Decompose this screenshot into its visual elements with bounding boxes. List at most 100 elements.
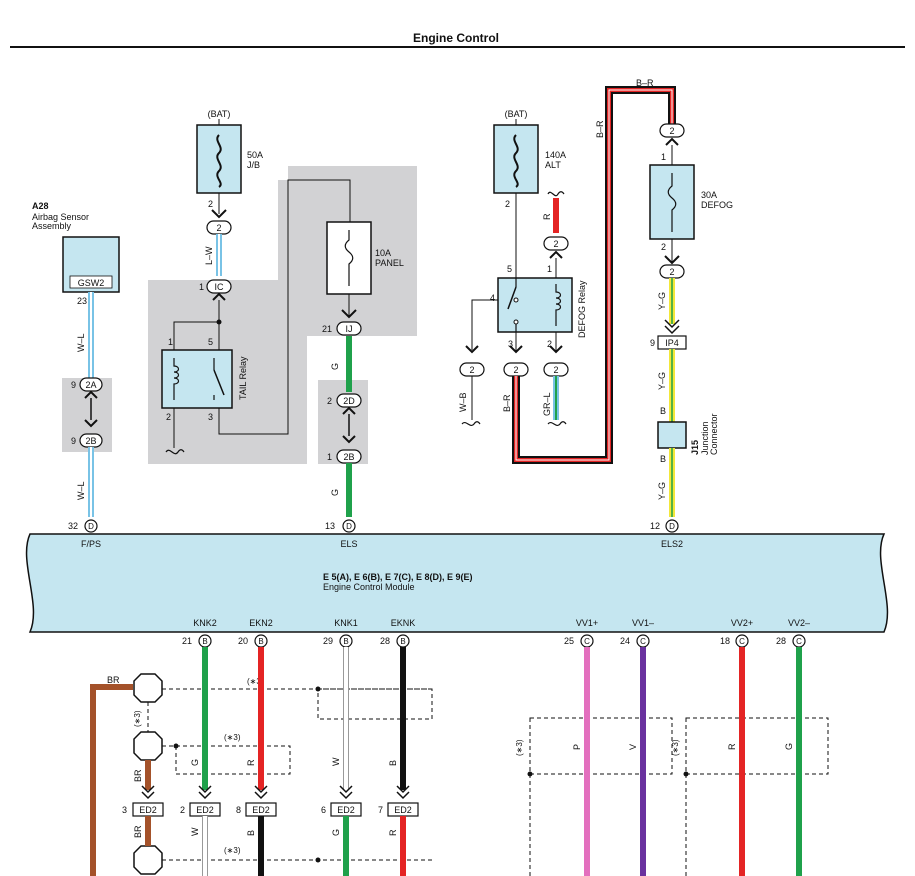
conn-2b-left: 2B	[85, 436, 96, 446]
svg-text:2: 2	[180, 805, 185, 815]
svg-text:3: 3	[122, 805, 127, 815]
twisted-pair-box-vv1	[529, 717, 673, 775]
page-title: Engine Control	[413, 31, 499, 45]
j15-code: J15	[690, 440, 700, 455]
defog-switch-icon	[507, 286, 517, 310]
bat-left-source: (BAT)	[208, 109, 231, 119]
ed2-connector-2: 2 ED2	[180, 802, 221, 817]
fuse-140a-icon	[513, 134, 519, 188]
wire-code-gr-l: GR–L	[542, 392, 552, 416]
tail-pin-1: 1	[168, 337, 173, 347]
ecm-top-pin-els2: 12 D ELS2	[650, 519, 683, 549]
defog-pin-2: 2	[547, 339, 552, 349]
j15-connector-box	[657, 421, 687, 449]
defog-fuse-pin-top: 1	[661, 152, 666, 162]
wire-code-b-below: B	[246, 830, 256, 836]
svg-text:C: C	[640, 637, 646, 646]
defog-relay-label: DEFOG Relay	[577, 280, 587, 338]
panel-fuse-icon	[344, 230, 354, 286]
ecm-body	[25, 533, 889, 633]
svg-text:EKNK: EKNK	[391, 618, 416, 628]
shield-octagon-2	[133, 731, 163, 761]
ecm-top-pin-fps: 32 D F/PS	[68, 519, 101, 549]
ed2-connector-8: 8 ED2	[236, 802, 277, 817]
conn-2b: 2B	[343, 452, 354, 462]
ip4-pin: 9	[650, 338, 655, 348]
wire-code-p: P	[572, 744, 582, 750]
tail-relay-box	[161, 349, 233, 409]
ed2-connector-6: 6 ED2	[321, 802, 362, 817]
defog-mid-conn: 2	[513, 365, 518, 375]
svg-text:ED2: ED2	[196, 805, 214, 815]
svg-text:VV2+: VV2+	[731, 618, 753, 628]
ecm-bottom-pin-vv2minus: VV2– 28 C	[776, 618, 810, 648]
j15-b-bottom: B	[660, 454, 666, 464]
defog-fuse-icon	[667, 173, 677, 232]
ij-connector: IJ	[345, 324, 352, 334]
wire-code-g-2: G	[330, 489, 340, 496]
wire-code-r-ekn2: R	[246, 759, 256, 766]
defog-pin-5: 5	[507, 264, 512, 274]
ip4-connector: IP4	[665, 338, 679, 348]
twisted-pair-box-vv2	[685, 717, 829, 775]
svg-text:6: 6	[321, 805, 326, 815]
svg-text:8: 8	[236, 805, 241, 815]
svg-text:B: B	[400, 637, 405, 646]
tail-pin-3: 3	[208, 412, 213, 422]
wire-code-b-r: B–R	[502, 394, 512, 412]
tail-pin-2: 2	[166, 412, 171, 422]
svg-text:B: B	[258, 637, 263, 646]
wire-code-y-g: Y–G	[657, 292, 667, 310]
svg-text:32: 32	[68, 521, 78, 531]
wire-code-b-r-side: B–R	[595, 120, 605, 138]
svg-text:28: 28	[380, 636, 390, 646]
wire-code-y-g-3: Y–G	[657, 482, 667, 500]
svg-text:KNK1: KNK1	[334, 618, 358, 628]
conn-2a: 2A	[85, 380, 96, 390]
note-4: (∗3)	[224, 846, 241, 855]
wire-code-r-below: R	[388, 829, 398, 836]
defog-conn-r: 2	[553, 239, 558, 249]
wire-code-l-w: L–W	[204, 246, 214, 265]
svg-text:B: B	[343, 637, 348, 646]
svg-text:C: C	[584, 637, 590, 646]
wire-b-r-loop	[512, 86, 676, 464]
svg-text:EKN2: EKN2	[249, 618, 273, 628]
bat-right-source: (BAT)	[505, 109, 528, 119]
svg-text:ED2: ED2	[394, 805, 412, 815]
bat-left-connector: 2	[216, 223, 221, 233]
defog-fuse-conn-bottom: 2	[669, 267, 674, 277]
wire-code-v: V	[628, 744, 638, 750]
svg-text:VV1–: VV1–	[632, 618, 654, 628]
defog-pin-4: 4	[490, 293, 495, 303]
defog-left-conn: 2	[469, 365, 474, 375]
wire-code-r: R	[542, 213, 552, 220]
defog-right-conn: 2	[553, 365, 558, 375]
svg-text:D: D	[88, 522, 94, 531]
j15-b-top: B	[660, 406, 666, 416]
ed2-connector-7: 7 ED2	[378, 802, 419, 817]
wire-code-br-3: BR	[133, 825, 143, 838]
twisted-pair-box-1	[317, 688, 433, 720]
wire-code-g-knk2: G	[190, 759, 200, 766]
wire-code-y-g-2: Y–G	[657, 372, 667, 390]
svg-text:D: D	[346, 522, 352, 531]
conn-2b-pin: 1	[327, 452, 332, 462]
fuse-140a-pin: 2	[505, 199, 510, 209]
wire-br	[90, 684, 133, 876]
ecm-top-pin-els: 13 D ELS	[325, 519, 358, 549]
wire-code-g-below: G	[331, 829, 341, 836]
wire-code-g: G	[330, 363, 340, 370]
svg-text:24: 24	[620, 636, 630, 646]
ecm-bottom-pin-ekn2: EKN2 20 B	[238, 618, 273, 648]
note-6: (∗3)	[671, 739, 680, 756]
shield-octagon-3	[133, 845, 163, 875]
wire-code-w-l-2: W–L	[76, 481, 86, 500]
wire-code-w-l: W–L	[76, 333, 86, 352]
svg-text:C: C	[739, 637, 745, 646]
conn-2d: 2D	[343, 396, 355, 406]
wire-code-r-vv2: R	[727, 743, 737, 750]
coil-icon	[173, 358, 180, 400]
